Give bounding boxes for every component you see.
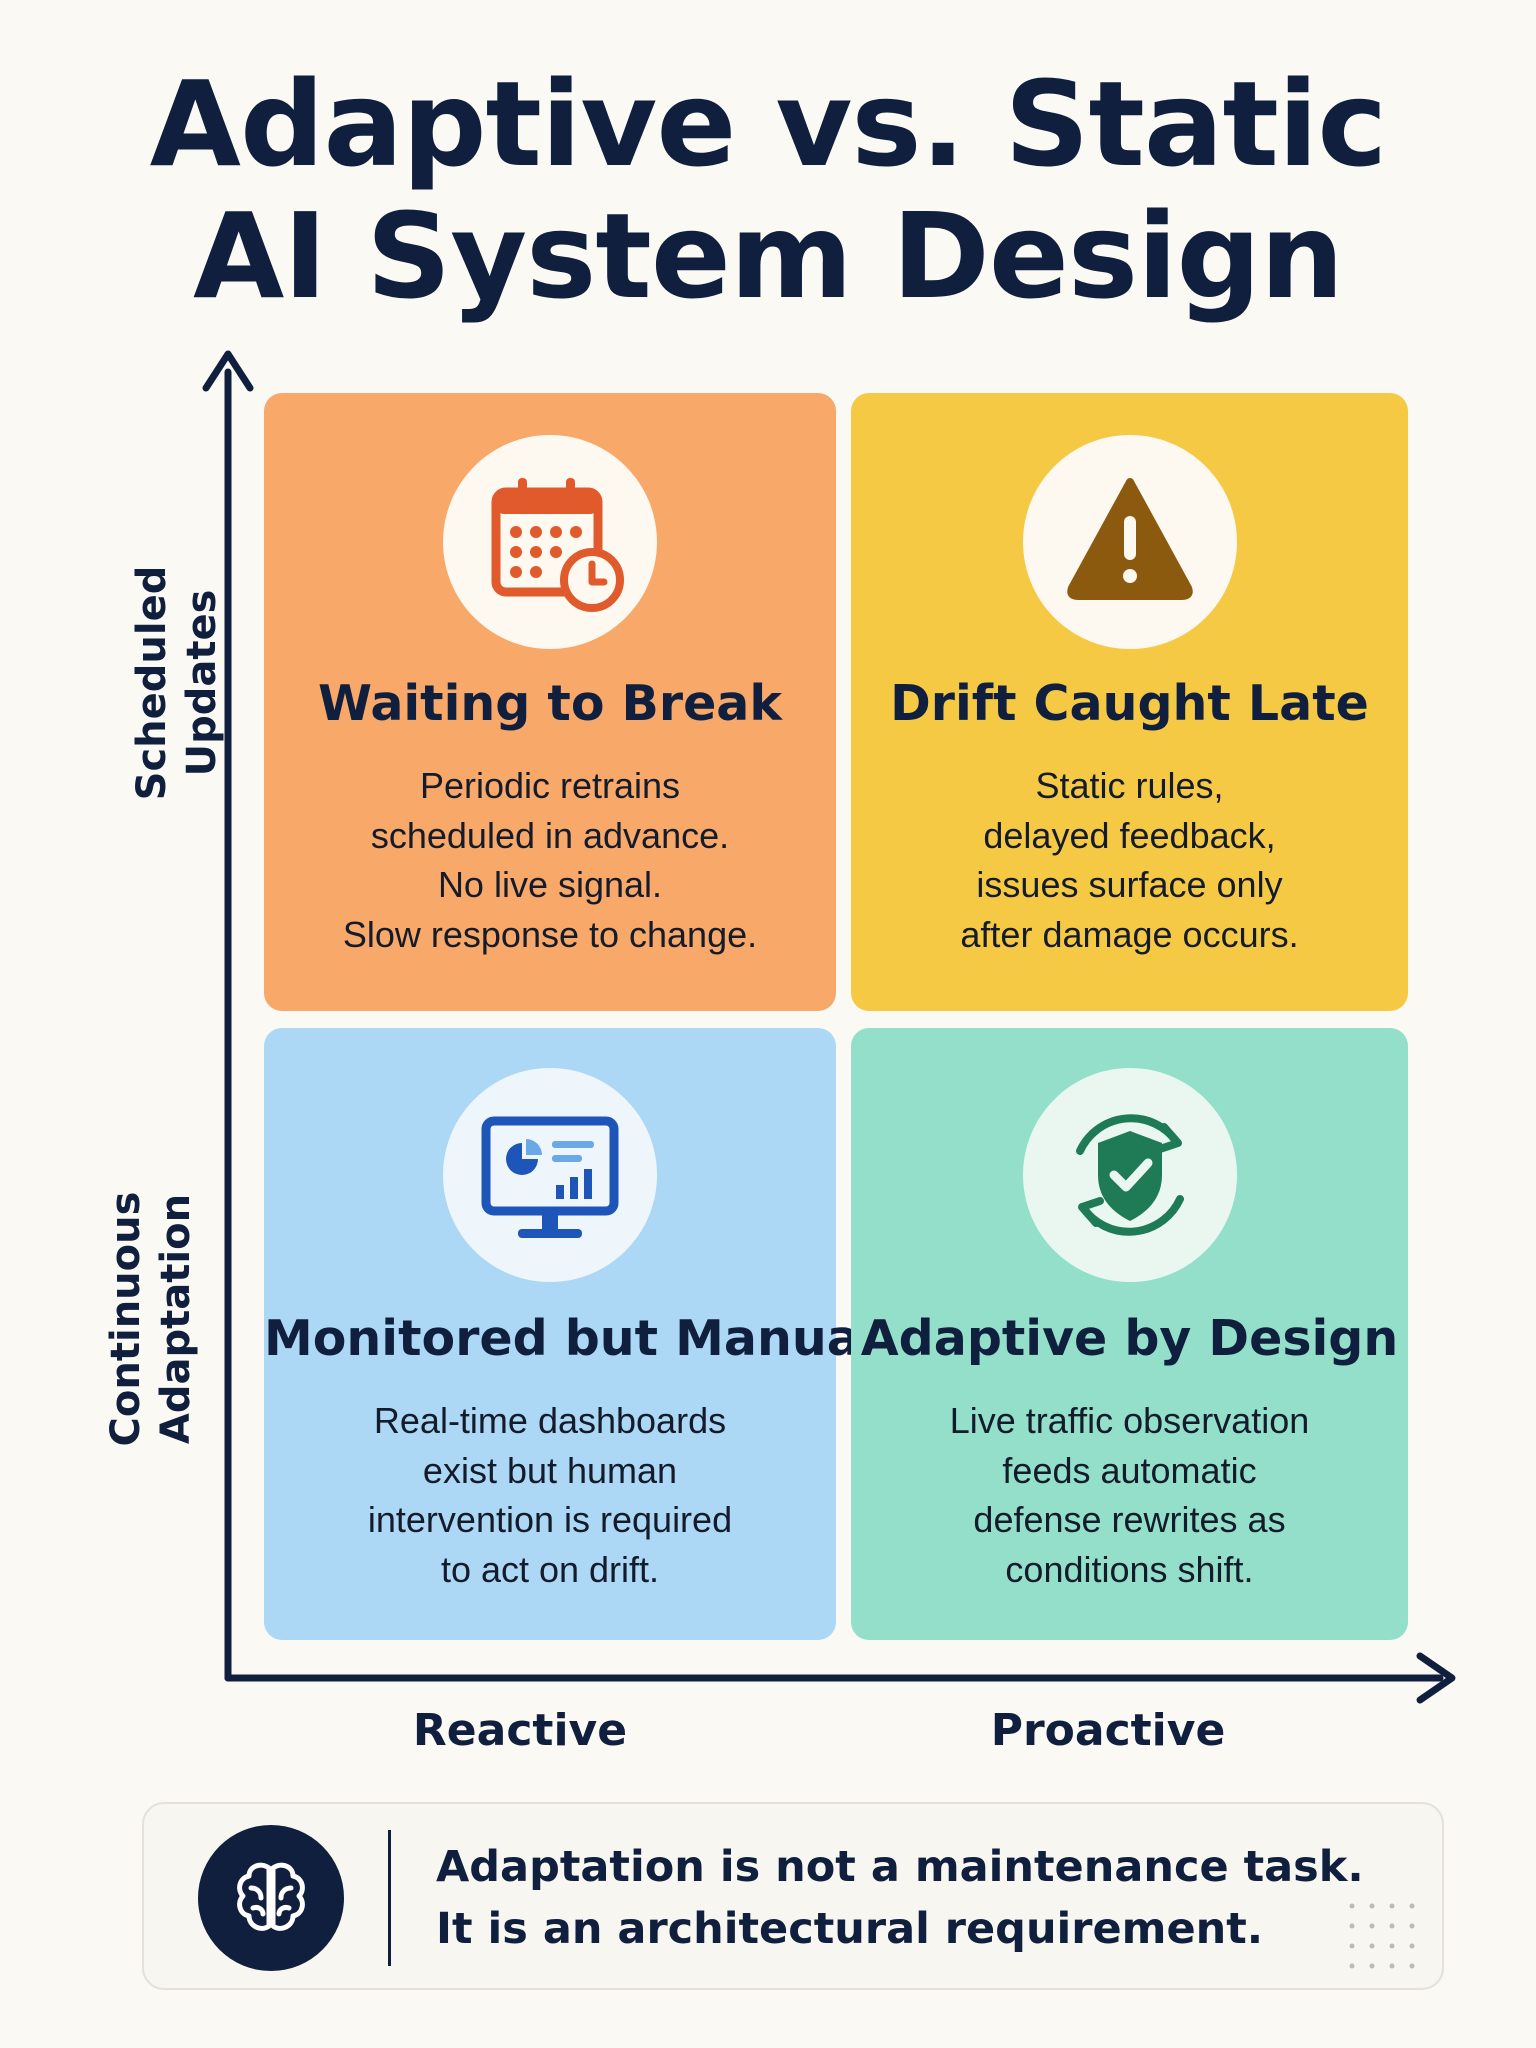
quadrant-title: Monitored but Manual [264,1310,877,1367]
title-line-1: Adaptive vs. Static [149,55,1388,193]
y-axis-label-top: Scheduled Updates [129,565,225,801]
calendar-clock-icon [491,478,624,612]
decorative-dot-grid [1349,1903,1415,1969]
icon-badge [443,1068,657,1282]
page-title: Adaptive vs. Static AI System Design [0,58,1536,322]
quadrant-title: Adaptive by Design [860,1310,1399,1367]
brain-icon [237,1862,305,1931]
quadrant-description: Real-time dashboards exist but human int… [367,1400,733,1590]
icon-badge [1022,1068,1237,1282]
icon-badge [1022,435,1237,649]
quadrant-description: Periodic retrains scheduled in advance. … [342,765,758,955]
shield-refresh-icon [1075,1114,1184,1236]
footer-divider [388,1830,391,1966]
warning-icon [1066,478,1193,600]
quadrant-adaptive-by-design: Adaptive by Design Live traffic observat… [851,1028,1408,1640]
quadrant-drift-caught-late: Drift Caught Late Static rules, delayed … [851,393,1408,1011]
quadrant-description: Static rules, delayed feedback, issues s… [960,765,1299,955]
quadrant-title: Drift Caught Late [890,675,1369,732]
footer-callout: Adaptation is not a maintenance task. It… [142,1802,1444,1990]
quadrant-monitored-but-manual: Monitored but Manual Real-time dashboard… [264,1028,877,1640]
brain-icon-badge [198,1825,344,1971]
monitor-dashboard-icon [481,1116,619,1238]
footer-message: Adaptation is not a maintenance task. It… [436,1842,1364,1954]
quadrant-waiting-to-break: Waiting to Break Periodic retrains sched… [264,393,836,1011]
y-axis-arrowhead [202,350,254,392]
x-axis-label-left: Reactive [412,1705,628,1756]
x-axis-arrowhead [1416,1652,1456,1704]
icon-badge [443,435,657,649]
x-axis-label-right: Proactive [990,1705,1226,1756]
y-axis-label-bottom: Continuous Adaptation [103,1191,199,1447]
quadrant-title: Waiting to Break [318,675,782,732]
title-line-2: AI System Design [192,187,1344,325]
quadrant-description: Live traffic observation feeds automatic… [949,1400,1310,1590]
